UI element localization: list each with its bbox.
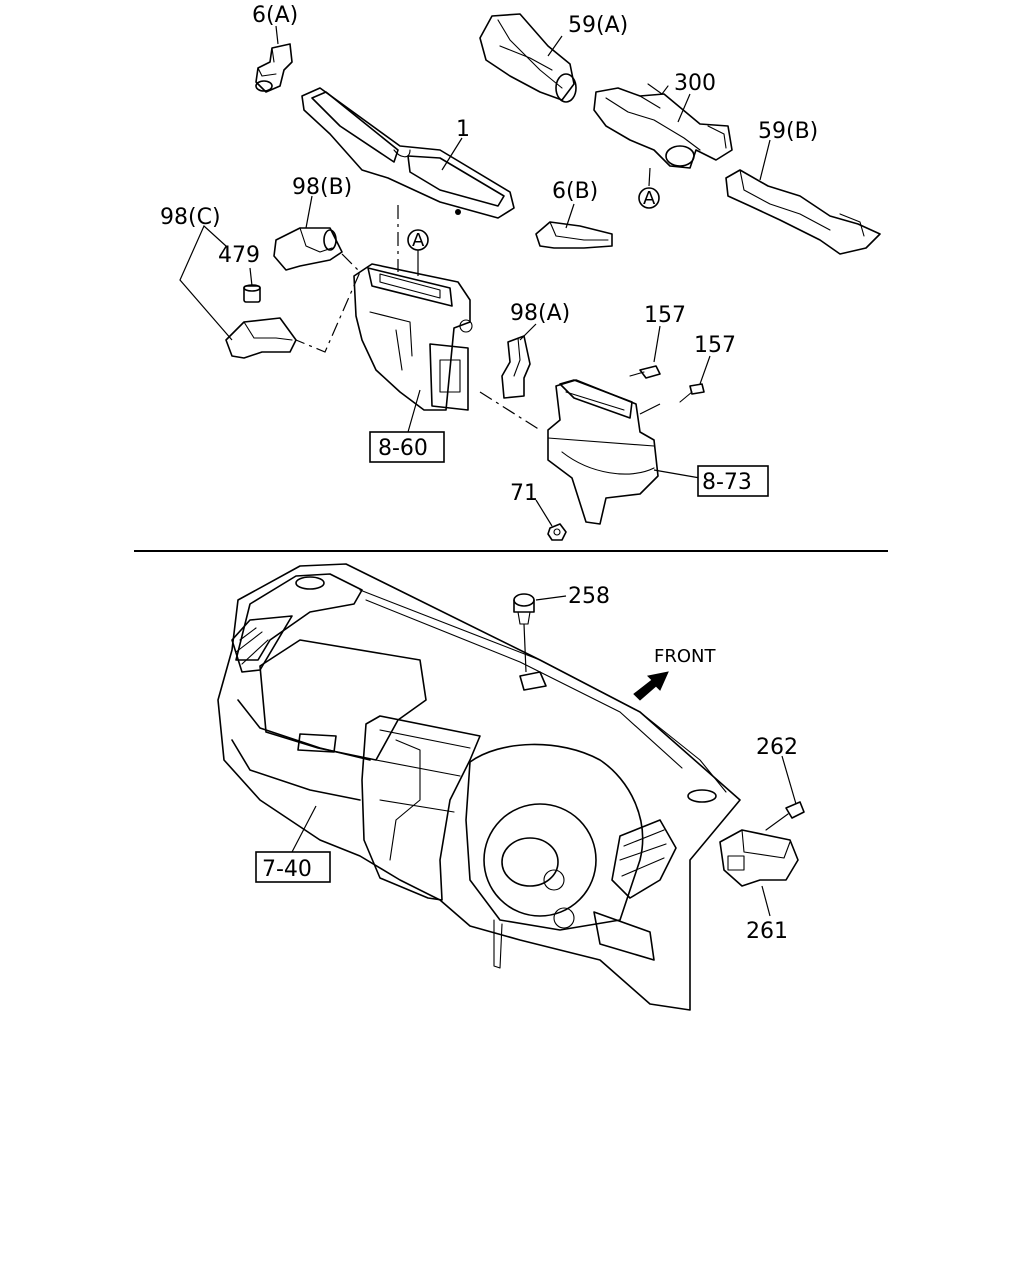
label-6a: 6(A) xyxy=(252,3,298,28)
unit-261-part xyxy=(719,829,799,887)
instrument-panel-part xyxy=(217,563,741,1011)
label-a-mid: A xyxy=(412,230,425,251)
callout-circle-a-top xyxy=(638,187,660,209)
clip-258-part xyxy=(513,593,535,625)
label-98a: 98(A) xyxy=(510,301,570,326)
label-157-a: 157 xyxy=(644,303,686,328)
ref-8-60: 8-60 xyxy=(378,436,428,461)
duct-300-part xyxy=(593,83,733,169)
duct-59a-part xyxy=(479,13,577,103)
duct-6a-part xyxy=(255,43,293,93)
duct-98a-part xyxy=(501,335,531,399)
ref-box-8-60 xyxy=(369,431,445,463)
ref-box-7-40 xyxy=(255,851,331,883)
screw-157-a-part xyxy=(629,365,661,379)
blower-unit-part xyxy=(547,379,661,525)
front-label: FRONT xyxy=(654,646,716,667)
label-59a: 59(A) xyxy=(568,13,628,38)
label-98c: 98(C) xyxy=(160,205,221,230)
clip-479-part xyxy=(243,284,261,303)
front-arrow-icon xyxy=(633,671,669,701)
ref-7-40: 7-40 xyxy=(262,857,312,882)
label-157-b: 157 xyxy=(694,333,736,358)
label-6b: 6(B) xyxy=(552,179,598,204)
label-59b: 59(B) xyxy=(758,119,818,144)
heater-unit-part xyxy=(353,263,473,411)
label-300: 300 xyxy=(674,71,716,96)
label-1: 1 xyxy=(456,117,470,142)
label-98b: 98(B) xyxy=(292,175,352,200)
screw-262-part xyxy=(765,801,805,831)
label-479: 479 xyxy=(218,243,260,268)
label-258: 258 xyxy=(568,584,610,609)
duct-98b-part xyxy=(273,227,343,271)
label-261: 261 xyxy=(746,919,788,944)
ref-box-8-73 xyxy=(697,465,769,497)
label-a-top: A xyxy=(643,188,656,209)
duct-6b-part xyxy=(535,221,613,249)
screw-157-b-part xyxy=(679,383,705,403)
label-262: 262 xyxy=(756,735,798,760)
duct-98c-part xyxy=(225,317,297,359)
nut-71-part xyxy=(547,523,567,541)
duct-59b-part xyxy=(725,169,881,255)
label-71: 71 xyxy=(510,481,538,506)
ref-8-73: 8-73 xyxy=(702,470,752,495)
nozzle-1-part xyxy=(301,87,515,219)
